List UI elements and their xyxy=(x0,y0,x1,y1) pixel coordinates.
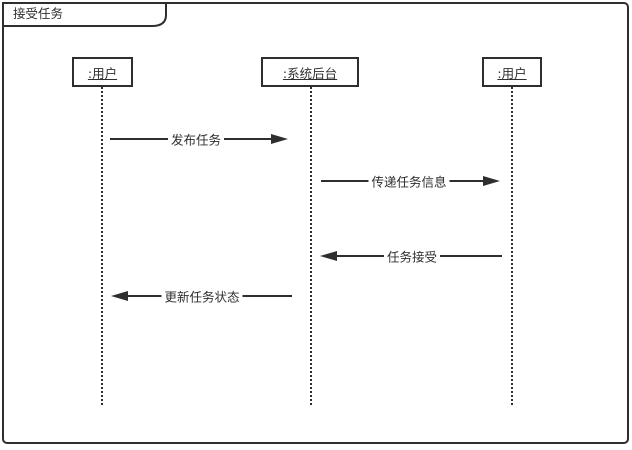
lifeline-head-label: :用户 xyxy=(497,65,527,81)
lifeline-head-user-right: :用户 xyxy=(482,57,542,87)
arrow-right-icon xyxy=(271,134,288,144)
lifeline-user-left xyxy=(101,87,103,405)
lifeline-head-label: :系统后台 xyxy=(282,65,338,81)
lifeline-user-right xyxy=(511,87,513,405)
message-label-publish-task: 发布任务 xyxy=(167,129,225,149)
lifeline-head-label: :用户 xyxy=(87,65,118,81)
arrow-right-icon xyxy=(483,176,500,186)
lifeline-system-backend xyxy=(310,87,312,405)
frame-title: 接受任务 xyxy=(13,6,64,21)
frame-title-tab xyxy=(2,2,167,27)
lifeline-head-system-backend: :系统后台 xyxy=(261,57,359,87)
message-label-update-task-status: 更新任务状态 xyxy=(161,286,243,306)
arrow-left-icon xyxy=(111,291,128,301)
message-label-pass-task-info: 传递任务信息 xyxy=(368,171,450,191)
lifeline-head-user-left: :用户 xyxy=(72,57,133,87)
arrow-left-icon xyxy=(320,251,337,261)
message-label-task-accepted: 任务接受 xyxy=(383,246,441,266)
